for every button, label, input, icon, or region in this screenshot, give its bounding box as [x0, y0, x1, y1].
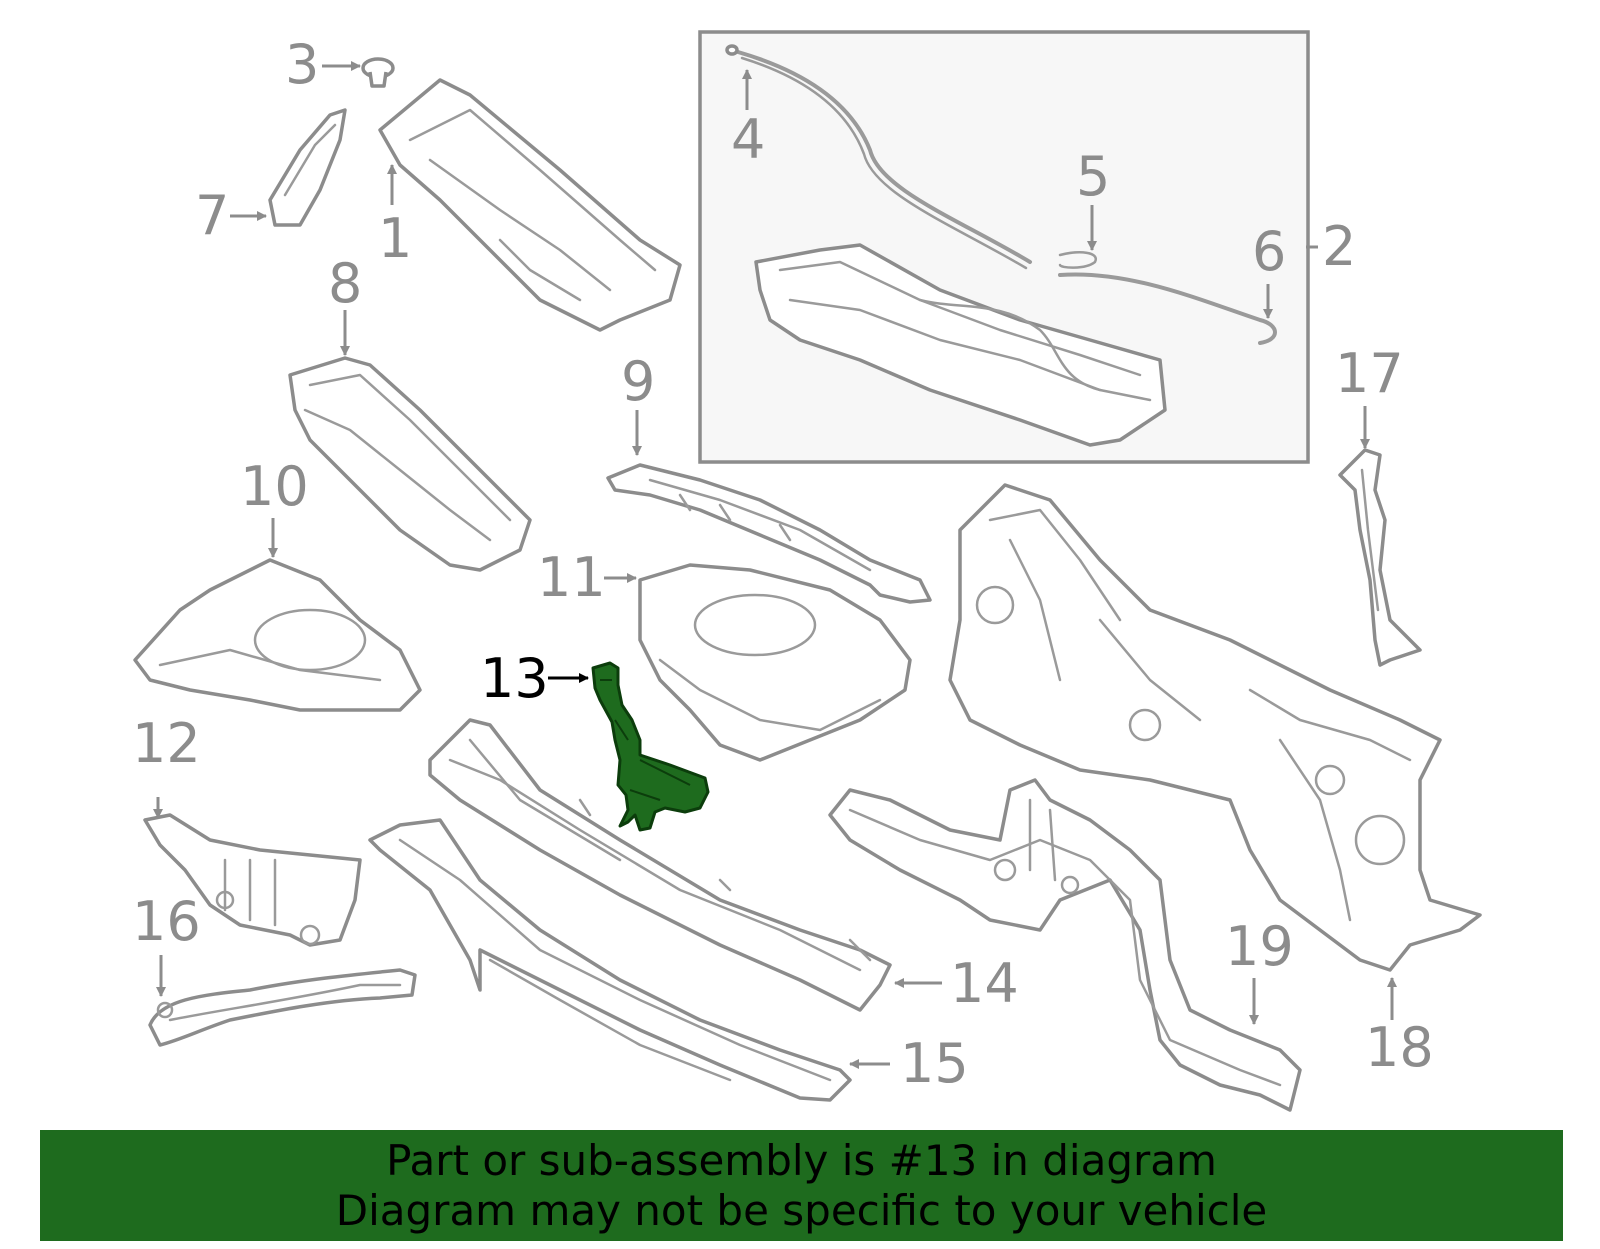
callout-8: 8: [328, 252, 362, 315]
part-2-shape: [725, 44, 1277, 447]
part-7-shape: [268, 108, 347, 227]
parts-diagram: 3 1 7 4 5 6 2 8 9 10 11 13 12 16 14 15 1…: [132, 30, 1482, 1112]
part-16-shape: [148, 968, 417, 1047]
part-14-shape: [428, 718, 892, 1012]
part-3-shape: [361, 57, 395, 88]
part-10-shape: [133, 558, 422, 712]
part-1-shape: [378, 78, 682, 332]
part-11-shape: [638, 563, 912, 762]
callout-1: 1: [378, 207, 412, 270]
part-9-shape: [606, 463, 932, 604]
banner-line-1: Part or sub-assembly is #13 in diagram: [386, 1135, 1217, 1185]
callout-7: 7: [195, 184, 229, 247]
part-18-shape: [948, 483, 1482, 972]
part-17-shape: [1338, 448, 1422, 667]
part-19-shape: [828, 778, 1302, 1112]
callout-13[interactable]: 13: [480, 647, 549, 710]
callout-19: 19: [1225, 915, 1294, 978]
part-12-shape: [143, 813, 362, 947]
callout-18: 18: [1365, 1016, 1434, 1079]
callout-6: 6: [1252, 220, 1286, 283]
callout-2: 2: [1322, 215, 1356, 278]
callout-10: 10: [240, 455, 309, 518]
callout-14: 14: [950, 952, 1019, 1015]
callout-17: 17: [1335, 342, 1404, 405]
callout-9: 9: [621, 350, 655, 413]
info-banner: Part or sub-assembly is #13 in diagram D…: [40, 1130, 1563, 1241]
banner-line-2: Diagram may not be specific to your vehi…: [335, 1185, 1268, 1235]
part-8-shape: [288, 356, 532, 572]
callout-15: 15: [900, 1032, 969, 1095]
callout-5: 5: [1076, 145, 1110, 208]
callout-12: 12: [132, 712, 201, 775]
callout-4: 4: [731, 108, 765, 171]
callout-11: 11: [537, 546, 606, 609]
callout-3: 3: [285, 33, 319, 96]
part-13-highlight[interactable]: [591, 661, 710, 832]
part-15-shape: [368, 818, 852, 1102]
callout-16: 16: [132, 890, 201, 953]
